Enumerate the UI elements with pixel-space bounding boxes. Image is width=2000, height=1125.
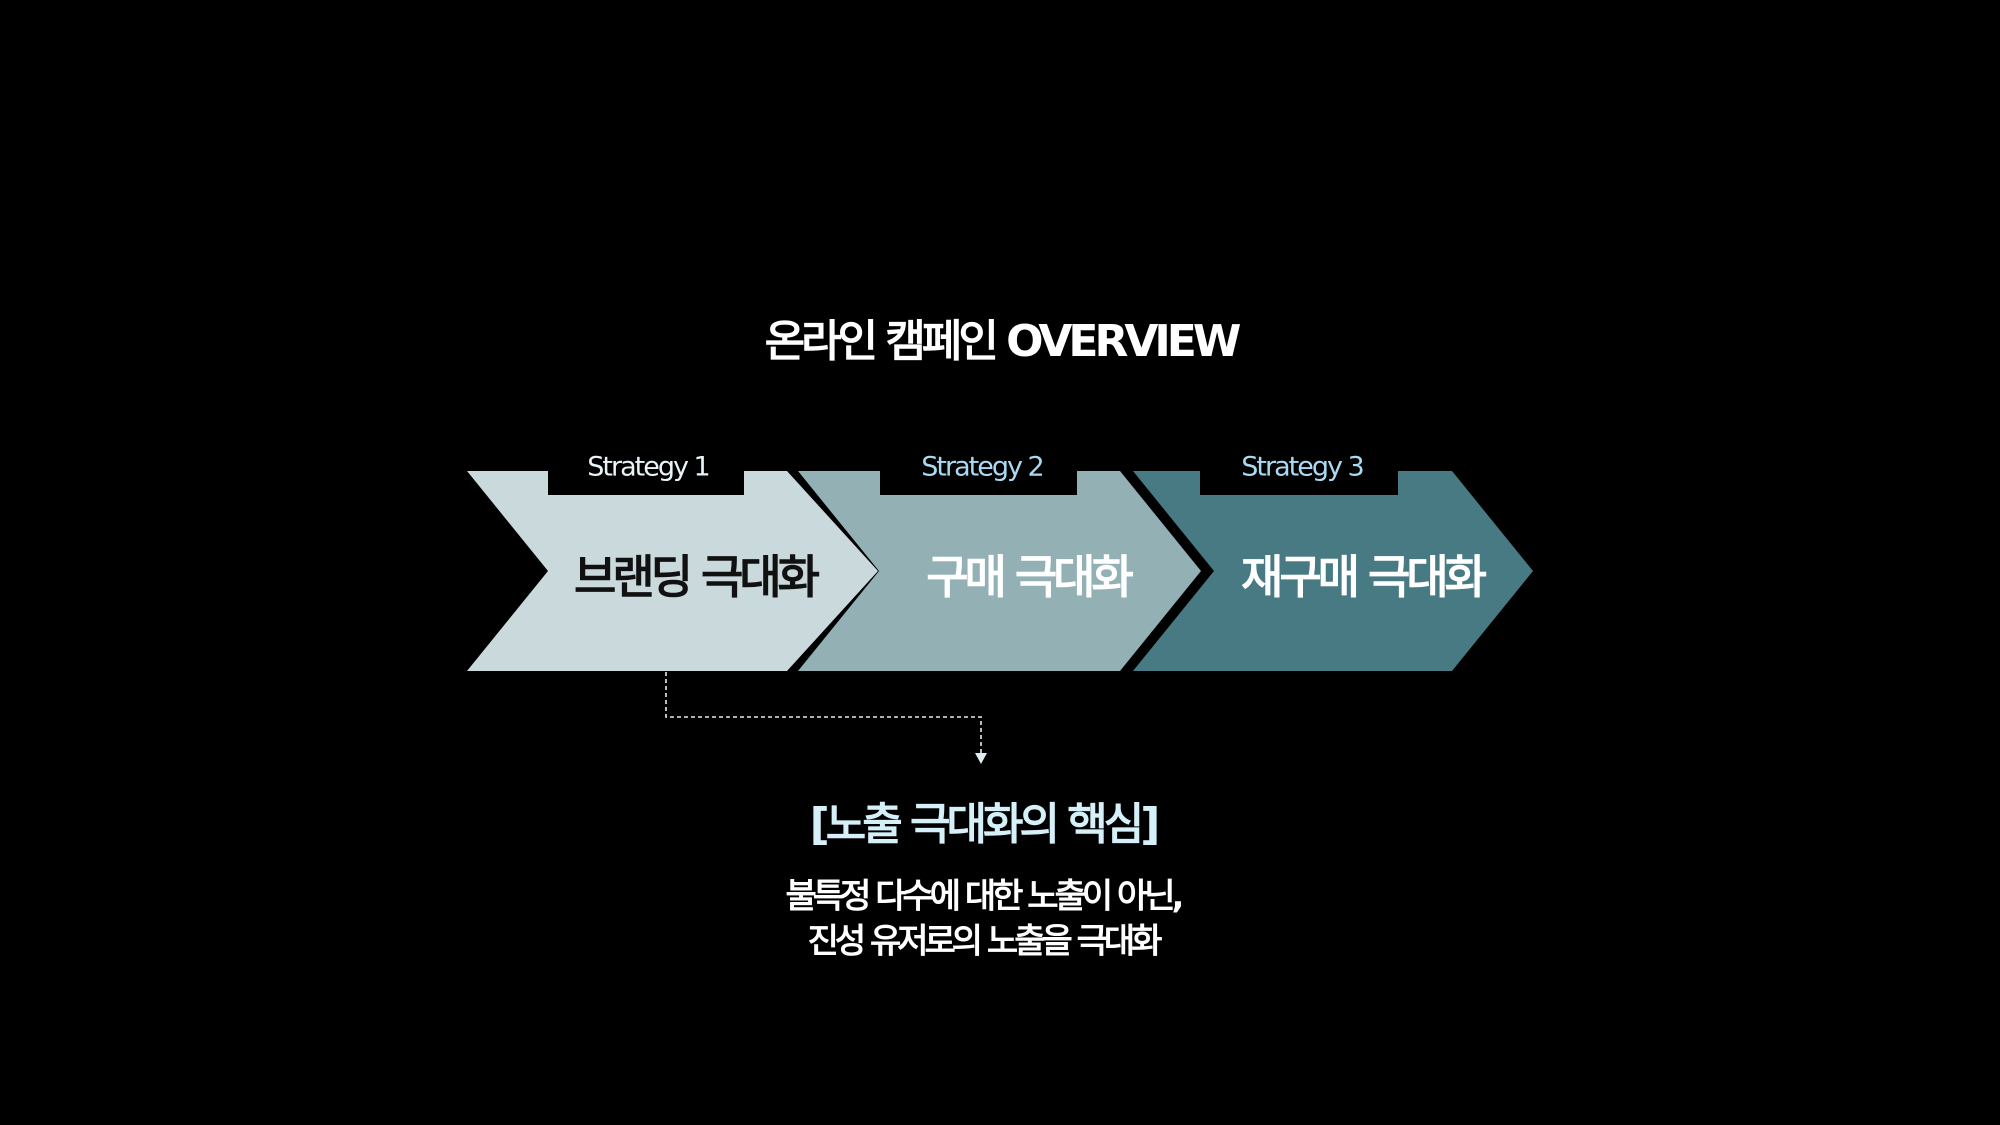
callout-line-1: 불특정 다수에 대한 노출이 아닌,	[785, 876, 1185, 917]
strategy-1-label: 브랜딩 극대화	[574, 550, 820, 604]
tab-notch-1	[548, 465, 744, 495]
tab-notch-3	[1200, 465, 1398, 495]
strategy-1-tag: Strategy 1	[587, 451, 710, 483]
tab-notch-2	[880, 465, 1077, 495]
strategy-2-label: 구매 극대화	[926, 550, 1134, 604]
chevron-strategy-3	[1133, 471, 1533, 671]
chevron-strategy-2	[798, 471, 1201, 671]
arrow-down-icon	[975, 753, 987, 764]
page-title: 온라인 캠페인 OVERVIEW	[764, 316, 1242, 367]
dashed-connector	[665, 672, 982, 755]
callout-line-2: 진성 유저로의 노출을 극대화	[807, 921, 1163, 962]
strategy-3-tag: Strategy 3	[1241, 451, 1364, 483]
strategy-3-label: 재구매 극대화	[1241, 550, 1487, 604]
callout-heading: [노출 극대화의 핵심]	[809, 799, 1161, 850]
chevron-strategy-1	[467, 471, 878, 671]
strategy-2-tag: Strategy 2	[921, 451, 1044, 483]
